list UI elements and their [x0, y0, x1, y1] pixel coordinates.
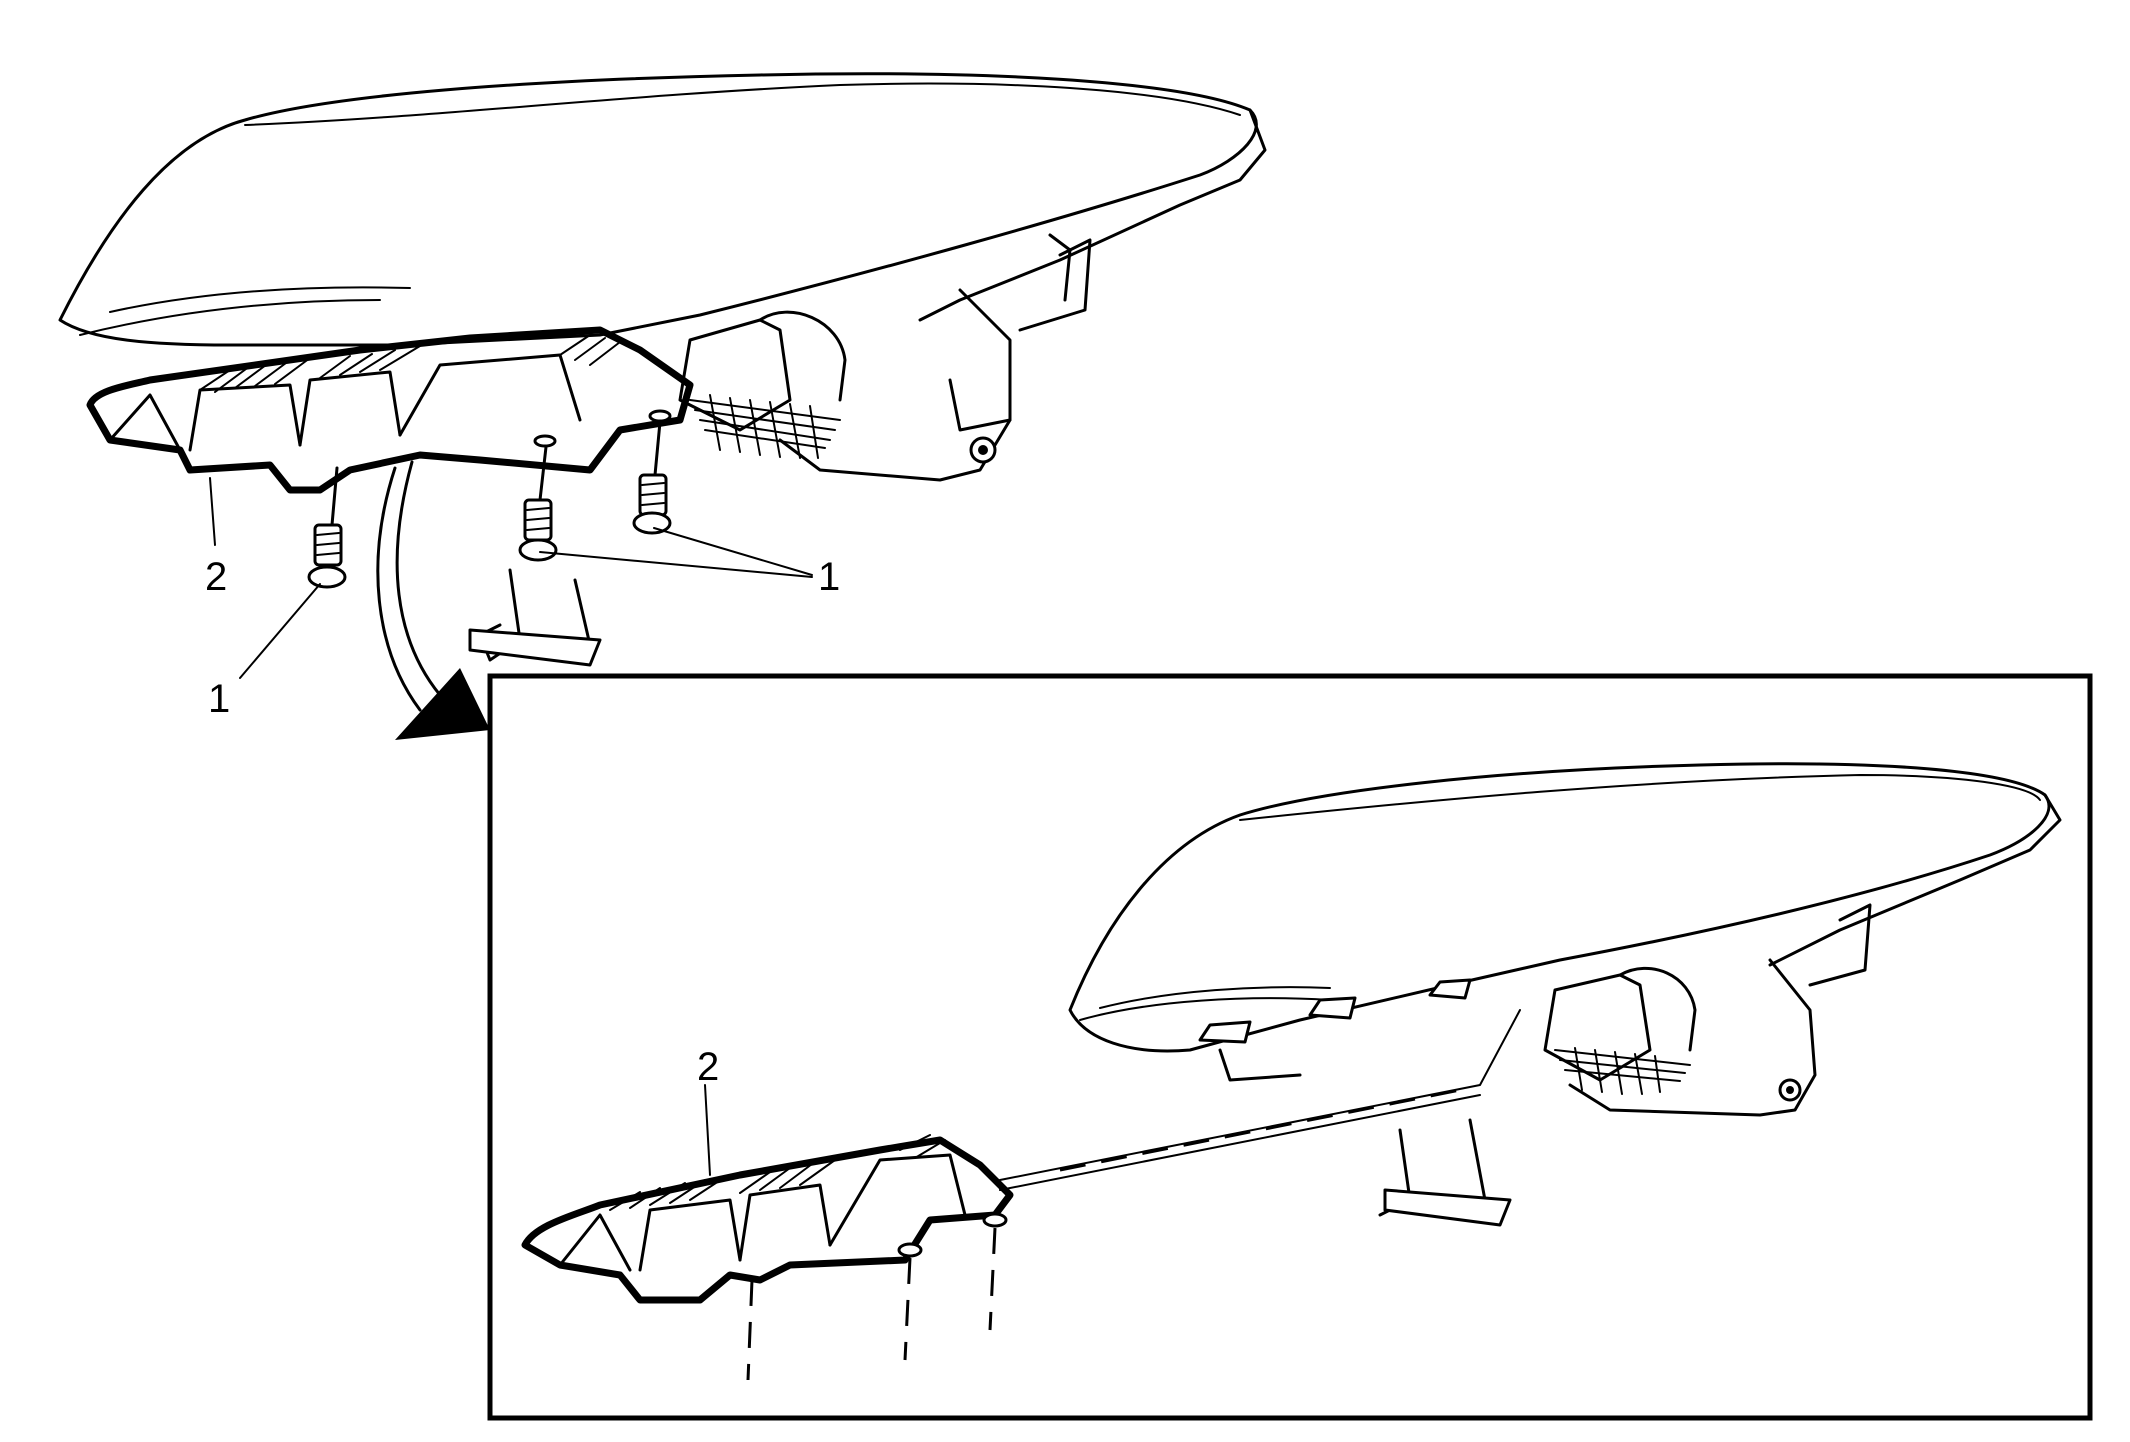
detail-view-frame — [487, 673, 2093, 1421]
bracket-detail — [521, 1134, 1014, 1381]
bracket-hole-2 — [648, 409, 672, 423]
headlamp-assembly-top — [58, 72, 1267, 667]
callout-bracket-detail: 2 — [697, 1045, 719, 1089]
bracket-detail-hole-2 — [982, 1212, 1008, 1228]
leader-callout-1-center — [539, 551, 813, 578]
fastener-bolt-left — [307, 466, 347, 589]
connector-grid-top — [689, 394, 841, 459]
leader-callout-1-left — [239, 583, 321, 679]
leader-callout-2-detail — [704, 1084, 711, 1176]
callout-fastener-left: 1 — [208, 677, 230, 721]
connector-grid-detail — [1554, 1047, 1691, 1095]
bracket-detail-hatching — [609, 1134, 946, 1211]
bracket-hole-1 — [533, 434, 557, 448]
bracket-top-hatching — [199, 334, 621, 393]
fastener-bolt-center — [518, 445, 558, 562]
leader-callout-2-top — [209, 477, 216, 546]
bracket-top — [86, 326, 694, 494]
callout-fastener-right: 1 — [818, 555, 840, 599]
leader-callout-1-right — [653, 527, 813, 576]
detail-arrow — [376, 460, 490, 740]
fastener-bolt-right — [632, 420, 672, 535]
callout-bracket-top: 2 — [205, 555, 227, 599]
bracket-detail-hole-1 — [897, 1242, 923, 1258]
headlamp-assembly-detail — [1068, 762, 2062, 1227]
alignment-lines — [999, 1009, 1521, 1191]
